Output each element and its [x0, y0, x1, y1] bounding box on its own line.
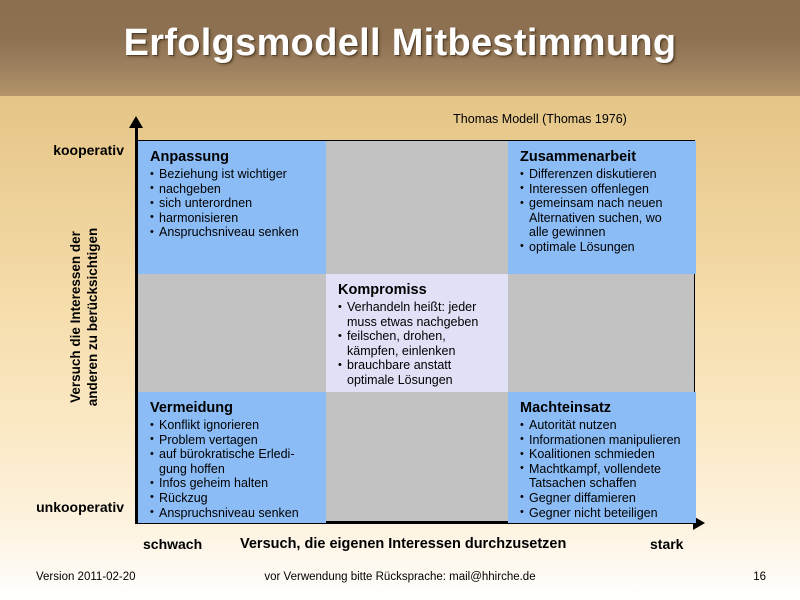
list-item: feilschen, drohen, kämpfen, einlenken [338, 329, 502, 358]
footer-contact-note: vor Verwendung bitte Rücksprache: mail@h… [264, 571, 536, 583]
list-item: Gegner nicht beteiligen [520, 505, 690, 521]
list-item: Interessen offenlegen [520, 181, 690, 197]
x-axis-line [135, 521, 695, 524]
x-axis-arrow-icon [693, 516, 705, 530]
list-item: nachgeben [150, 181, 320, 197]
list-item: Beziehung ist wichtiger [150, 167, 320, 182]
y-axis-line [135, 126, 138, 524]
matrix-cell-empty-2-3 [508, 274, 696, 392]
matrix-cell-list-machteinsatz: Autorität nutzenInformationen manipulier… [520, 418, 690, 520]
matrix-cell-title-machteinsatz: Machteinsatz [520, 400, 612, 416]
matrix-cell-empty-2-1 [138, 274, 326, 392]
matrix-cell-title-anpassung: Anpassung [150, 149, 229, 165]
list-item: Autorität nutzen [520, 418, 690, 433]
slide-header-band: Erfolgsmodell Mitbestimmung [0, 0, 800, 96]
x-axis-tick-right: stark [650, 536, 684, 552]
x-axis-tick-left: schwach [143, 536, 203, 552]
list-item: Informationen manipulieren [520, 432, 690, 448]
x-axis-title: Versuch, die eigenen Interessen durchzus… [240, 536, 567, 552]
y-axis-tick-bottom: unkooperativ [36, 499, 124, 515]
list-item: Differenzen diskutieren [520, 167, 690, 182]
footer-page-number: 16 [753, 571, 766, 583]
slide-footer: Version 2011-02-20 vor Verwendung bitte … [0, 566, 800, 600]
matrix-cell-zusammenarbeit[interactable]: ZusammenarbeitDifferenzen diskutierenInt… [508, 141, 696, 274]
y-axis-title: Versuch die Interessen der anderen zu be… [67, 167, 101, 467]
list-item: sich unterordnen [150, 196, 320, 211]
matrix-cell-empty-1-2 [326, 141, 508, 274]
matrix-cell-machteinsatz[interactable]: MachteinsatzAutorität nutzenInformatione… [508, 392, 696, 523]
list-item: gemeinsam nach neuen Alternativen suchen… [520, 196, 690, 240]
y-axis-tick-top: kooperativ [53, 142, 124, 158]
matrix-cell-vermeidung[interactable]: VermeidungKonflikt ignorierenProblem ver… [138, 392, 326, 523]
matrix-cell-title-zusammenarbeit: Zusammenarbeit [520, 149, 637, 165]
matrix-cell-anpassung[interactable]: AnpassungBeziehung ist wichtigernachgebe… [138, 141, 326, 274]
matrix-cell-list-zusammenarbeit: Differenzen diskutierenInteressen offenl… [520, 167, 690, 255]
conflict-style-matrix: AnpassungBeziehung ist wichtigernachgebe… [137, 140, 696, 523]
matrix-cell-empty-3-2 [326, 392, 508, 523]
list-item: brauchbare anstatt optimale Lösungen [338, 358, 502, 387]
list-item: Verhandeln heißt: jeder muss etwas nachg… [338, 299, 502, 329]
list-item: Anspruchsniveau senken [150, 505, 320, 521]
list-item: Gegner diffamieren [520, 490, 690, 506]
list-item: Infos geheim halten [150, 476, 320, 491]
matrix-cell-kompromiss[interactable]: KompromissVerhandeln heißt: jeder muss e… [326, 274, 508, 392]
list-item: Machtkampf, vollendete Tatsachen schaffe… [520, 461, 690, 491]
list-item: auf bürokratische Erledi- gung hoffen [150, 447, 320, 476]
list-item: Problem vertagen [150, 432, 320, 448]
slide-title: Erfolgsmodell Mitbestimmung [123, 22, 677, 64]
list-item: harmonisieren [150, 210, 320, 226]
list-item: Anspruchsniveau senken [150, 225, 320, 240]
y-axis-title-line2: anderen zu berücksichtigen [85, 227, 100, 407]
source-citation: Thomas Modell (Thomas 1976) [453, 112, 627, 126]
matrix-cell-title-vermeidung: Vermeidung [150, 400, 233, 416]
matrix-cell-list-anpassung: Beziehung ist wichtigernachgebensich unt… [150, 167, 320, 240]
list-item: optimale Lösungen [520, 239, 690, 255]
matrix-cell-list-kompromiss: Verhandeln heißt: jeder muss etwas nachg… [338, 299, 502, 388]
list-item: Konflikt ignorieren [150, 418, 320, 433]
y-axis-title-line1: Versuch die Interessen der [68, 231, 83, 403]
matrix-cell-title-kompromiss: Kompromiss [338, 282, 427, 298]
y-axis-arrow-icon [129, 116, 143, 128]
list-item: Rückzug [150, 490, 320, 506]
matrix-cell-list-vermeidung: Konflikt ignorierenProblem vertagenauf b… [150, 418, 320, 520]
footer-version: Version 2011-02-20 [36, 571, 136, 583]
list-item: Koalitionen schmieden [520, 447, 690, 462]
